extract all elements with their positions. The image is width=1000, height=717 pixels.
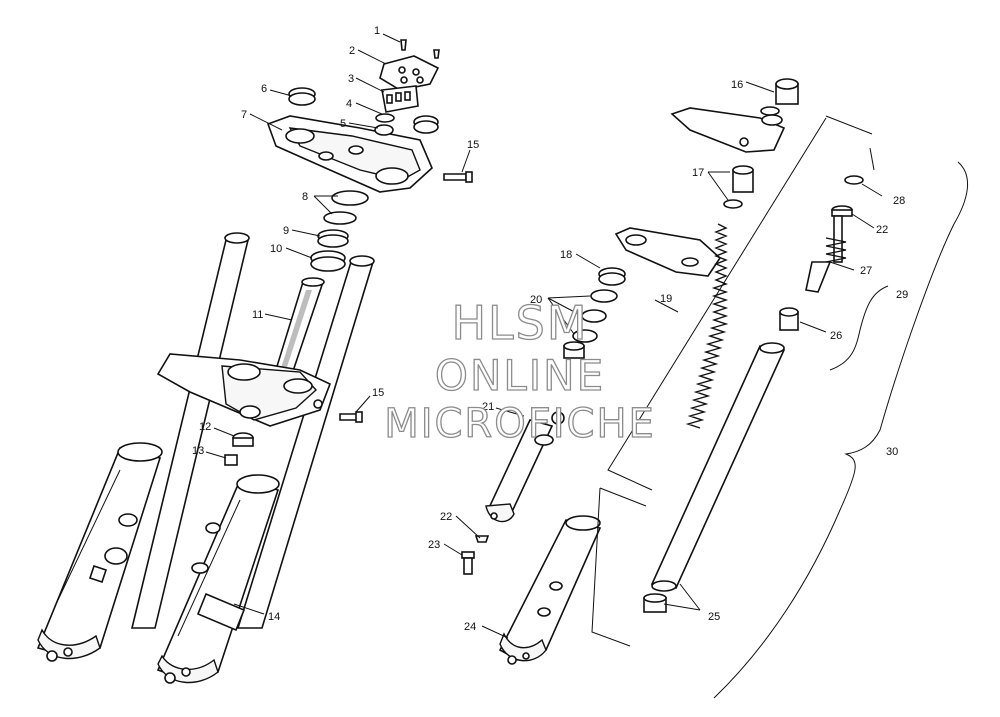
ring-4 <box>375 113 395 123</box>
callout-5: 5 <box>340 118 346 130</box>
callout-11: 11 <box>252 309 263 321</box>
callout-15-upper: 15 <box>467 139 479 151</box>
fork-slider-left <box>36 442 163 662</box>
callout-21: 21 <box>482 401 494 413</box>
plug-13 <box>224 454 238 466</box>
callout-3: 3 <box>348 73 354 85</box>
fork-tube-left <box>130 232 250 629</box>
bushing-12 <box>232 432 254 447</box>
fork-slider-24 <box>498 515 602 665</box>
outline-cartridge <box>869 147 875 171</box>
callout-26: 26 <box>830 330 842 342</box>
callout-labels: 1 2 3 4 5 6 7 8 9 10 11 12 13 14 15 15 1… <box>192 25 908 633</box>
upper-bracket-right <box>670 107 786 153</box>
seal-18 <box>598 267 626 286</box>
cap-22-upper <box>831 205 853 217</box>
cap-16 <box>760 78 799 116</box>
callout-7: 7 <box>241 109 247 121</box>
nut-10 <box>310 250 346 272</box>
callout-19: 19 <box>660 293 672 305</box>
rod-27 <box>805 215 847 293</box>
cap-6 <box>288 87 316 106</box>
lower-bracket-right <box>614 227 722 277</box>
steering-stem <box>272 277 325 381</box>
callout-1: 1 <box>374 25 380 37</box>
brace-30 <box>713 161 969 699</box>
outline-lower-group <box>599 487 647 507</box>
bolt-15-lower <box>339 411 363 423</box>
callout-10: 10 <box>270 243 282 255</box>
group-outlines <box>591 115 969 699</box>
outline-lower-group-side <box>591 487 631 647</box>
outline-upper-group-side <box>607 117 827 491</box>
callout-29: 29 <box>896 289 908 301</box>
fork-tube-25 <box>643 342 786 613</box>
brace-29 <box>829 285 889 371</box>
leader-lines <box>205 33 883 639</box>
bearing-9 <box>317 229 349 248</box>
rings-20 <box>563 289 618 359</box>
left-fork-assembly <box>36 39 473 684</box>
upper-triple-clamp <box>266 115 433 193</box>
ring-5 <box>374 124 394 136</box>
right-exploded-assembly <box>461 78 864 665</box>
callout-24: 24 <box>464 621 476 633</box>
callout-18: 18 <box>560 249 572 261</box>
callout-16: 16 <box>731 79 743 91</box>
damper-rod-21 <box>485 411 565 523</box>
callout-28: 28 <box>893 195 905 207</box>
clamp-block <box>381 85 419 113</box>
callout-14: 14 <box>268 611 280 623</box>
callout-13: 13 <box>192 445 204 457</box>
screw-22-lower <box>474 535 490 543</box>
callout-12: 12 <box>199 421 211 433</box>
callout-20: 20 <box>530 294 542 306</box>
bushing-17 <box>723 165 754 209</box>
top-plate <box>379 55 440 91</box>
callout-17: 17 <box>692 167 704 179</box>
callout-2: 2 <box>349 45 355 57</box>
callout-27: 27 <box>860 265 872 277</box>
bearing-8 <box>323 190 369 225</box>
screw-1 <box>400 39 440 59</box>
callout-6: 6 <box>261 83 267 95</box>
bolt-15-upper <box>443 171 473 183</box>
callout-22-upper: 22 <box>876 224 888 236</box>
outline-upper-group <box>825 115 873 135</box>
callout-30: 30 <box>886 446 898 458</box>
callout-25: 25 <box>708 611 720 623</box>
callout-9: 9 <box>283 225 289 237</box>
fork-slider-right <box>156 474 280 684</box>
callout-15-lower: 15 <box>372 387 384 399</box>
ring-28 <box>844 175 864 185</box>
bushing-26 <box>779 307 799 331</box>
lower-triple-clamp <box>156 353 332 427</box>
callout-4: 4 <box>346 98 352 110</box>
callout-8: 8 <box>302 191 308 203</box>
bolt-23 <box>461 551 475 575</box>
callout-22-lower: 22 <box>440 511 452 523</box>
callout-23: 23 <box>428 539 440 551</box>
cap-6b <box>413 115 439 134</box>
fork-tube-right <box>236 255 375 629</box>
spring-19 <box>685 223 729 429</box>
